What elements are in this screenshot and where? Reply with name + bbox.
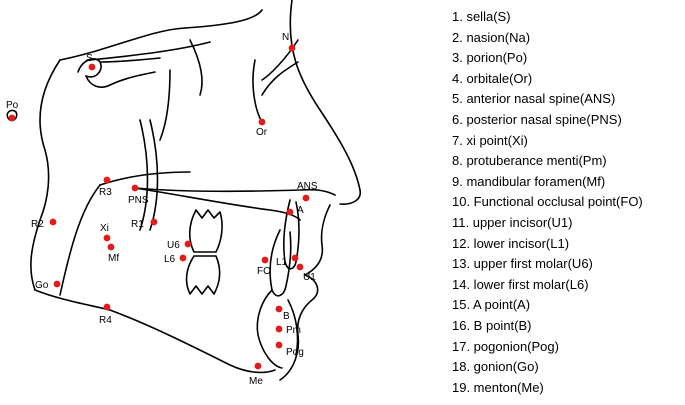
landmark-point-U1 xyxy=(296,263,304,271)
landmark-point-U6 xyxy=(184,240,192,248)
landmark-label-FO: FO xyxy=(257,266,271,277)
landmark-point-FO xyxy=(261,256,269,264)
legend-item: 17. pogonion(Pog) xyxy=(452,338,559,354)
landmark-labels: S N Po Or ANS PNS Xi Pm Mf FO U1 L1 U6 L… xyxy=(6,32,318,387)
landmark-point-Pm xyxy=(275,325,283,333)
landmark-label-Pm: Pm xyxy=(286,325,301,336)
legend-item: 6. posterior nasal spine(PNS) xyxy=(452,111,622,127)
landmark-label-Go: Go xyxy=(35,280,49,291)
legend-item: 15. A point(A) xyxy=(452,297,531,313)
landmark-label-N: N xyxy=(282,32,289,43)
landmark-point-Xi xyxy=(103,234,111,242)
legend-item: 19. menton(Me) xyxy=(452,379,544,395)
legend-item: 13. upper first molar(U6) xyxy=(452,256,593,272)
landmark-label-L6: L6 xyxy=(164,254,176,265)
landmark-point-Me xyxy=(254,362,262,370)
legend-item: 1. sella(S) xyxy=(452,9,511,24)
landmark-label-PNS: PNS xyxy=(128,195,149,206)
landmark-label-A: A xyxy=(297,205,304,216)
landmark-point-ANS xyxy=(302,194,310,202)
landmark-point-R2 xyxy=(49,218,57,226)
landmark-label-R4: R4 xyxy=(99,315,112,326)
landmark-point-R3 xyxy=(103,176,111,184)
landmark-point-R4 xyxy=(103,303,111,311)
landmark-label-Me: Me xyxy=(249,376,263,387)
landmark-label-R3: R3 xyxy=(99,187,112,198)
landmark-label-L1: L1 xyxy=(276,257,288,268)
landmark-point-A xyxy=(286,208,294,216)
skull-outline xyxy=(6,0,362,381)
landmark-legend: 1. sella(S) 2. nasion(Na) 3. porion(Po) … xyxy=(452,7,682,398)
landmark-point-Po xyxy=(8,114,16,122)
landmark-label-B: B xyxy=(283,311,290,322)
landmark-point-S xyxy=(88,63,96,71)
legend-item: 3. porion(Po) xyxy=(452,50,528,66)
legend-item: 2. nasion(Na) xyxy=(452,29,531,45)
legend-item: 9. mandibular foramen(Mf) xyxy=(452,173,606,189)
landmark-point-B xyxy=(275,305,283,313)
landmark-point-R1 xyxy=(150,218,158,226)
legend-item: 8. protuberance menti(Pm) xyxy=(452,153,607,169)
landmark-point-PNS xyxy=(131,184,139,192)
landmark-label-R1: R1 xyxy=(131,219,144,230)
landmark-points xyxy=(8,44,310,370)
landmark-point-N xyxy=(288,44,296,52)
legend-item: 10. Functional occlusal point(FO) xyxy=(452,194,643,210)
landmark-label-Pog: Pog xyxy=(286,347,304,358)
legend-item: 11. upper incisor(U1) xyxy=(452,214,573,230)
landmark-point-Pog xyxy=(275,341,283,349)
legend-item: 18. gonion(Go) xyxy=(452,359,539,375)
landmark-label-Mf: Mf xyxy=(108,253,119,264)
landmark-point-Mf xyxy=(107,243,115,251)
legend-item: 7. xi point(Xi) xyxy=(452,132,528,148)
landmark-label-Xi: Xi xyxy=(100,223,109,234)
landmark-label-Or: Or xyxy=(256,127,268,138)
landmark-label-Po: Po xyxy=(6,100,19,111)
landmark-point-L1 xyxy=(291,254,299,262)
landmark-label-ANS: ANS xyxy=(297,181,318,192)
landmark-point-L6 xyxy=(179,254,187,262)
landmark-label-U6: U6 xyxy=(167,240,180,251)
landmark-point-Go xyxy=(53,280,61,288)
landmark-label-U1: U1 xyxy=(303,272,316,283)
legend-item: 16. B point(B) xyxy=(452,317,532,333)
legend-item: 12. lower incisor(L1) xyxy=(452,235,570,251)
legend-item: 4. orbitale(Or) xyxy=(452,70,533,86)
landmark-point-Or xyxy=(258,118,266,126)
landmark-label-S: S xyxy=(86,53,93,64)
landmark-label-R2: R2 xyxy=(31,219,44,230)
legend-item: 5. anterior nasal spine(ANS) xyxy=(452,91,616,107)
legend-item: 14. lower first molar(L6) xyxy=(452,276,589,292)
